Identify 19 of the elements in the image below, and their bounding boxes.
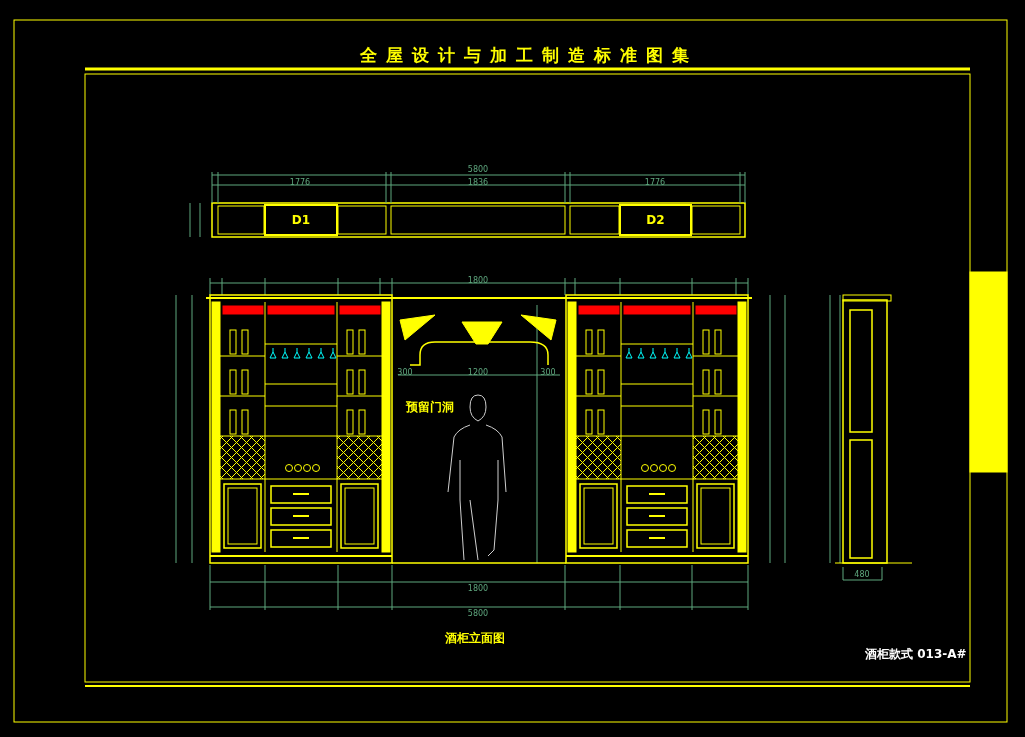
dimension-text: 1776 <box>289 178 311 187</box>
door-opening-note: 预留门洞 <box>406 399 454 416</box>
dimension-text: 300 <box>397 368 413 377</box>
drawing-code: 酒柜款式 013-A# <box>865 646 967 663</box>
dimension-text: 480 <box>854 570 870 579</box>
cabinet-section-box <box>619 204 692 236</box>
section-code: D1 <box>291 213 311 227</box>
dimension-text: 1776 <box>644 178 666 187</box>
dimension-text: 1800 <box>467 584 489 593</box>
dimension-text: 300 <box>540 368 556 377</box>
dimension-text: 5800 <box>467 609 489 618</box>
drawing-title: 全屋设计与加工制造标准图集 <box>360 44 698 67</box>
dimension-text: 1836 <box>467 178 489 187</box>
dimension-text: 1800 <box>467 276 489 285</box>
cabinet-section-box <box>264 204 338 236</box>
section-code: D2 <box>646 213 665 227</box>
dimension-text: 1200 <box>467 368 489 377</box>
drawing-caption: 酒柜立面图 <box>445 630 505 647</box>
dimension-text: 5800 <box>467 165 489 174</box>
